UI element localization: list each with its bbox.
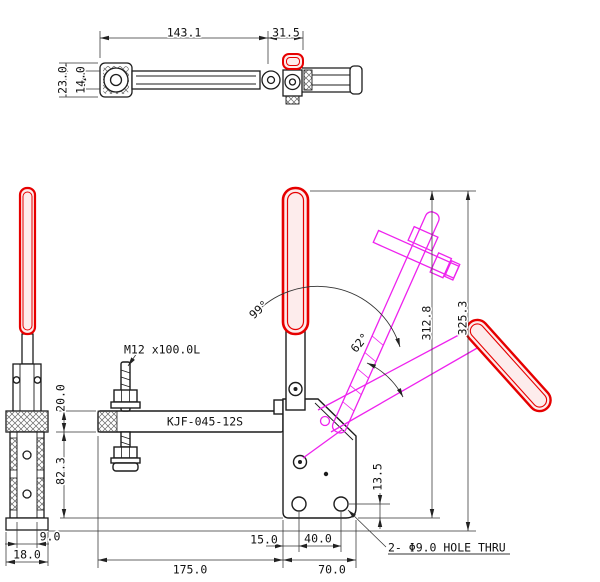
top-view-bar xyxy=(131,70,261,90)
top-view-handle-section xyxy=(282,53,304,70)
mounting-hole-left xyxy=(291,496,307,512)
spindle-thread-label: M12 x100.0L xyxy=(124,343,200,357)
dim-hole-to-edge: 13.5 xyxy=(371,463,385,491)
handle-shank xyxy=(285,330,306,411)
dim-bar-length: 175.0 xyxy=(173,563,208,577)
dim-top-height-inner: 14.0 xyxy=(74,66,88,94)
dim-top-length: 143.1 xyxy=(167,26,202,40)
dim-side-inner: 9.0 xyxy=(40,530,61,544)
top-view xyxy=(99,53,363,105)
dimension-texts: 143.1 31.5 23.0 14.0 99° 62° 312.8 325.3… xyxy=(12,24,508,578)
side-view-handle-grip xyxy=(18,186,37,336)
side-view xyxy=(5,186,49,531)
dim-bar-height: 20.0 xyxy=(54,384,68,412)
leader-hole-note xyxy=(347,509,387,548)
dim-top-offset: 31.5 xyxy=(272,26,300,40)
arc-handle-angle xyxy=(366,362,404,398)
spindle-assembly xyxy=(110,361,141,472)
dim-top-height-outer: 23.0 xyxy=(56,66,70,94)
top-view-fork-end xyxy=(349,65,363,95)
closed-handle-grip xyxy=(281,186,310,336)
dim-height-overall: 325.3 xyxy=(456,301,470,336)
dim-hole-inset: 15.0 xyxy=(250,533,278,547)
spindle-foot xyxy=(112,462,139,472)
model-label: KJF-045-12S xyxy=(167,415,243,429)
leader-spindle xyxy=(127,352,138,367)
dim-hole-pitch: 40.0 xyxy=(304,532,332,546)
dim-height-inner: 312.8 xyxy=(420,306,434,341)
dim-side-outer: 18.0 xyxy=(13,548,41,562)
spindle-nut-lower xyxy=(113,446,138,459)
dimensions xyxy=(5,31,510,568)
mounting-hole-right xyxy=(333,496,349,512)
hole-note: 2- Φ9.0 HOLE THRU xyxy=(388,541,506,555)
spindle-nut-upper xyxy=(113,389,138,403)
arc-open-angle xyxy=(251,285,401,348)
dim-bar-to-base: 82.3 xyxy=(54,457,68,485)
dim-base-width: 70.0 xyxy=(318,563,346,577)
